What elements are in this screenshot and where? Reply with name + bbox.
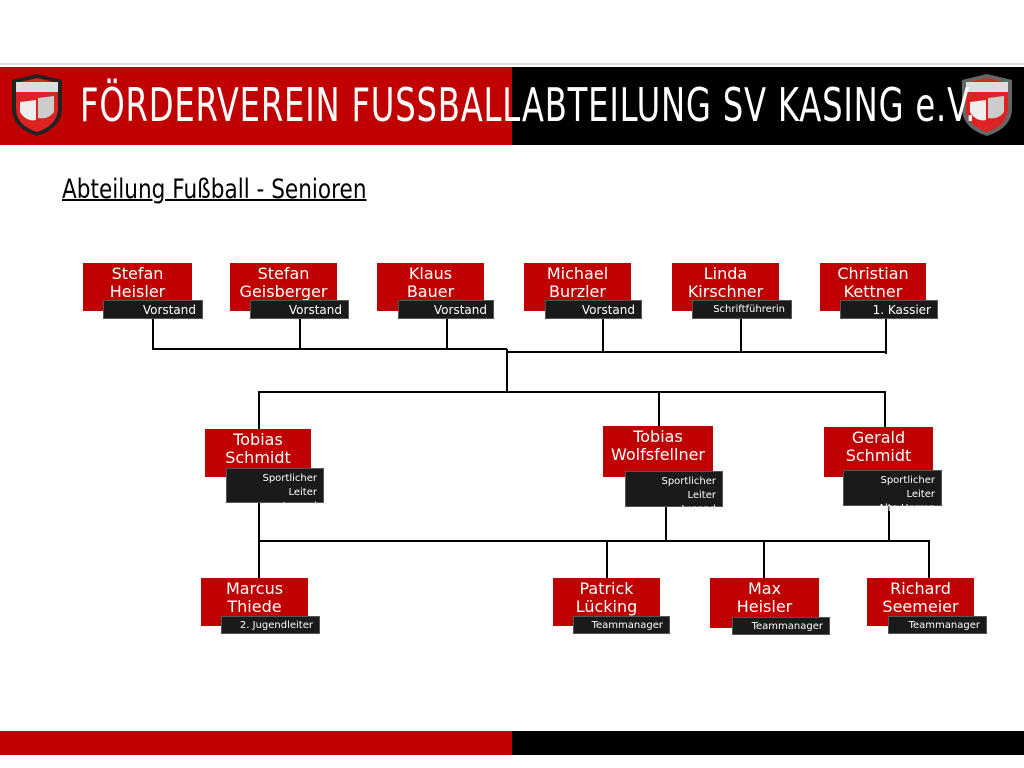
last-name: Bauer	[406, 282, 455, 301]
role-label: Vorstand	[398, 300, 494, 319]
footer-red-band	[0, 731, 512, 755]
header-red-band	[0, 67, 512, 145]
role-label: 1. Kassier	[840, 300, 938, 319]
club-crest-icon	[12, 74, 62, 136]
last-name: Thiede	[227, 597, 282, 616]
last-name: Schmidt	[845, 446, 912, 465]
role-label: Teammanager	[888, 616, 987, 634]
role-label: Teammanager	[573, 616, 670, 634]
header-black-band	[512, 67, 1024, 145]
role-label: Vorstand	[545, 300, 642, 319]
role-line: Sportlicher Leiter	[661, 476, 716, 501]
role-line: Jugend	[282, 501, 317, 512]
last-name: Heisler	[736, 597, 793, 616]
top-divider	[0, 63, 1024, 65]
first-name: Richard	[890, 579, 951, 598]
last-name: Schmidt	[225, 448, 291, 467]
role-line: Sportlicher Leiter	[880, 475, 935, 500]
role-label: Teammanager	[732, 617, 830, 635]
role-line: Alte Herren	[878, 503, 935, 514]
first-name: Michael	[546, 264, 609, 283]
first-name: Linda	[703, 264, 748, 283]
role-label: Schriftführerin	[692, 300, 792, 319]
page-header-title: FÖRDERVEREIN FUSSBALLABTEILUNG SV KASING…	[80, 78, 977, 132]
last-name: Wolfsfellner	[610, 445, 705, 464]
club-crest-icon	[962, 74, 1012, 136]
first-name: Max	[747, 579, 782, 598]
first-name: Marcus	[225, 579, 284, 598]
first-name: Stefan	[111, 264, 164, 283]
first-name: Gerald	[851, 428, 906, 447]
last-name: Heisler	[109, 282, 166, 301]
role-line: Sportlicher Leiter	[262, 473, 317, 498]
role-line: Jugend	[681, 504, 716, 515]
first-name: Christian	[837, 264, 909, 283]
first-name: Tobias	[233, 430, 283, 449]
last-name: Burzler	[549, 282, 606, 301]
section-title: Abteilung Fußball - Senioren	[62, 174, 367, 205]
last-name: Lücking	[575, 597, 638, 616]
role-label: Vorstand	[103, 300, 203, 319]
last-name: Kettner	[843, 282, 903, 301]
role-label: 2. Jugendleiter	[221, 616, 320, 634]
last-name: Kirschner	[687, 282, 764, 301]
last-name: Geisberger	[239, 282, 328, 301]
first-name: Klaus	[408, 264, 453, 283]
footer-black-band	[512, 731, 1024, 755]
last-name: Seemeier	[882, 597, 959, 616]
first-name: Stefan	[257, 264, 310, 283]
role-label: Vorstand	[250, 300, 349, 319]
first-name: Patrick	[579, 579, 634, 598]
first-name: Tobias	[633, 427, 683, 446]
